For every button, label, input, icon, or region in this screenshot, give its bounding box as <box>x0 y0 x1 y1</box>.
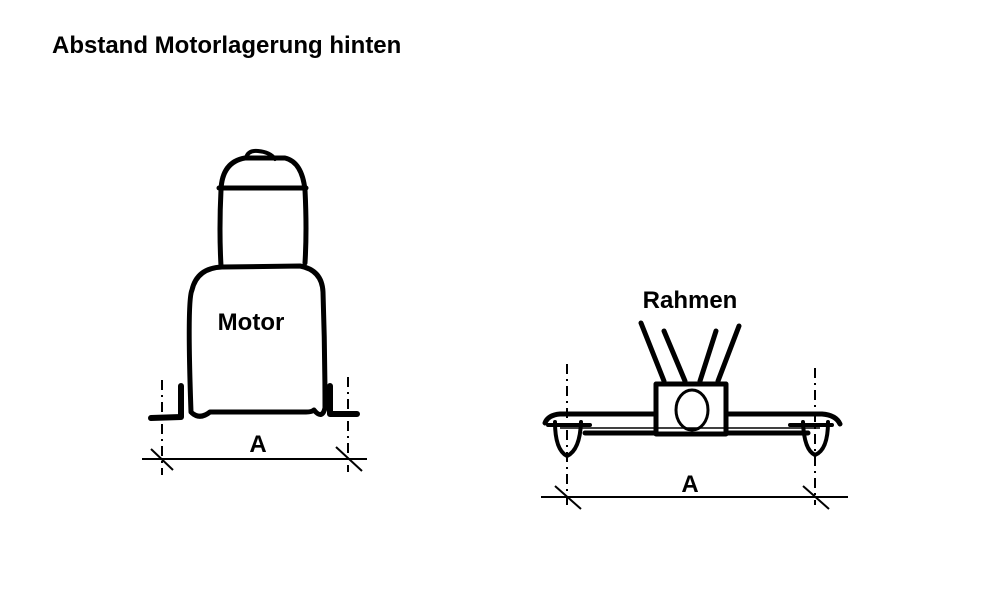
mount-right <box>788 420 834 457</box>
dimension-tick-left-frame <box>554 485 582 510</box>
motor-body <box>186 263 328 419</box>
frame-strut-2 <box>661 328 688 384</box>
dimension-tick-left <box>150 448 174 471</box>
motor-cap-bump <box>244 148 277 161</box>
motor-drawing: Motor A <box>142 148 367 475</box>
frame-hole <box>674 388 710 432</box>
frame-block <box>653 381 729 437</box>
frame-strut-4 <box>715 323 742 384</box>
mount-left <box>546 420 592 458</box>
motor-cap <box>218 155 308 193</box>
frame-drawing: Rahmen A <box>541 287 848 510</box>
motor-neck <box>217 187 309 269</box>
dimension-label-left: A <box>249 431 266 458</box>
diagram-title: Abstand Motorlagerung hinten <box>52 32 402 59</box>
frame-strut-3 <box>697 328 719 384</box>
motor-label: Motor <box>218 309 285 336</box>
frame-label: Rahmen <box>643 287 738 314</box>
dimension-label-right: A <box>681 471 698 498</box>
dimension-tick-right-frame <box>802 485 830 510</box>
frame-strut-1 <box>638 320 667 384</box>
beam-left <box>542 411 659 436</box>
beam-right <box>724 411 843 436</box>
motor-foot-right <box>327 383 360 417</box>
motor-foot-left <box>148 383 184 421</box>
dimension-tick-right <box>335 446 363 472</box>
